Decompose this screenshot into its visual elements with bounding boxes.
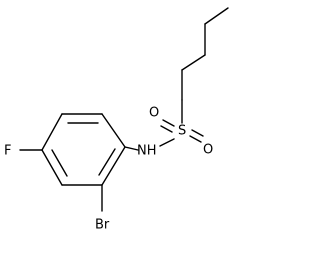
bond-nitrogen-ring — [124, 146, 139, 151]
bond-ring-c6-c1 — [101, 146, 126, 186]
bond-ring-inner-left — [51, 149, 68, 177]
bond-ring-c3-c4 — [41, 113, 63, 151]
nitrogen-label: NH — [137, 144, 157, 159]
molecule-structure: O S O NH F Br — [4, 7, 229, 233]
sulfur-label: S — [178, 124, 186, 139]
fluorine-label: F — [4, 144, 11, 159]
bond-butyl-c1-c2 — [204, 7, 229, 25]
bond-sulfur-oxygen-right-a — [189, 135, 202, 143]
bond-butyl-c3-c4 — [181, 54, 206, 71]
atom-labels: O S O NH F Br — [4, 106, 213, 233]
oxygen-left-label: O — [149, 106, 159, 121]
bond-ring-inner-right — [98, 148, 116, 176]
bond-sulfur-oxygen-right-b — [191, 129, 204, 137]
bond-group — [19, 7, 229, 212]
bond-ring-c1-c2 — [101, 113, 126, 148]
bond-sulfur-oxygen-left-b — [160, 125, 173, 133]
bond-sulfur-nitrogen — [159, 138, 175, 147]
bromine-label: Br — [95, 218, 110, 233]
oxygen-right-label: O — [203, 143, 213, 158]
bond-sulfur-oxygen-left-a — [162, 119, 175, 127]
bond-ring-c4-c5 — [41, 149, 63, 186]
